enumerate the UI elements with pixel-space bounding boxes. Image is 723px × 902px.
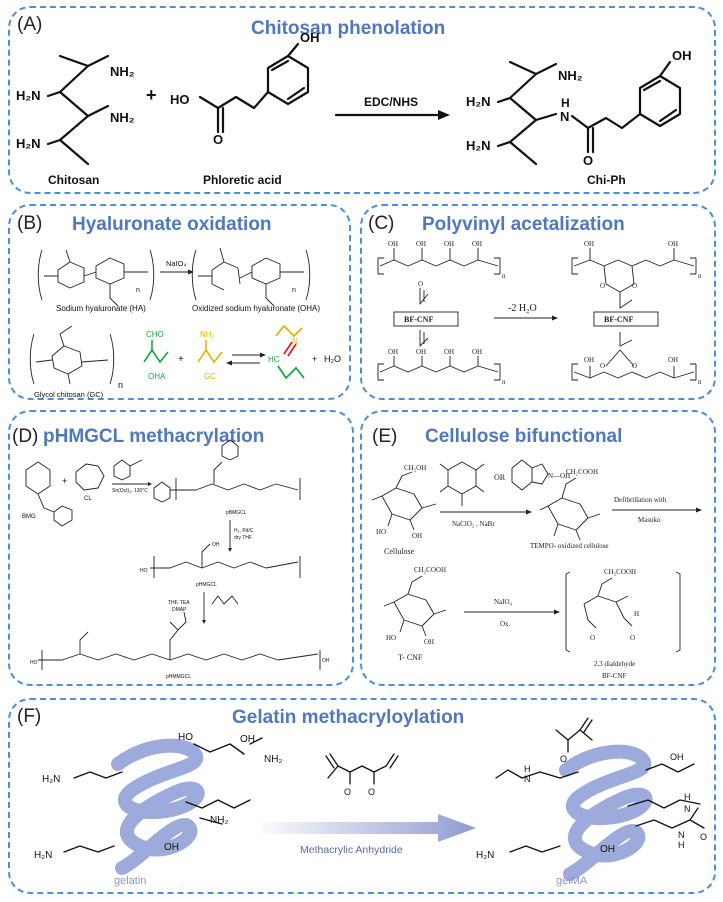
panel-d-label: (D) xyxy=(12,426,39,447)
panel-c-label: (C) xyxy=(368,213,395,234)
panel-b xyxy=(8,204,351,400)
panel-c-title: Polyvinyl acetalization xyxy=(422,214,625,235)
panel-f xyxy=(8,698,716,894)
panel-d-title: pHMGCL methacrylation xyxy=(43,426,265,447)
panel-a-label: (A) xyxy=(17,14,43,35)
panel-e xyxy=(360,410,716,686)
panel-a-title: Chitosan phenolation xyxy=(251,18,446,39)
panel-b-title: Hyaluronate oxidation xyxy=(72,214,272,235)
panel-e-title: Cellulose bifunctional xyxy=(425,426,623,447)
panel-d xyxy=(8,410,354,686)
panel-a xyxy=(8,6,716,194)
panel-b-label: (B) xyxy=(17,213,43,234)
panel-f-title: Gelatin methacryloylation xyxy=(232,707,465,728)
panel-f-label: (F) xyxy=(17,706,42,727)
panel-c xyxy=(360,204,716,400)
panel-e-label: (E) xyxy=(372,426,398,447)
